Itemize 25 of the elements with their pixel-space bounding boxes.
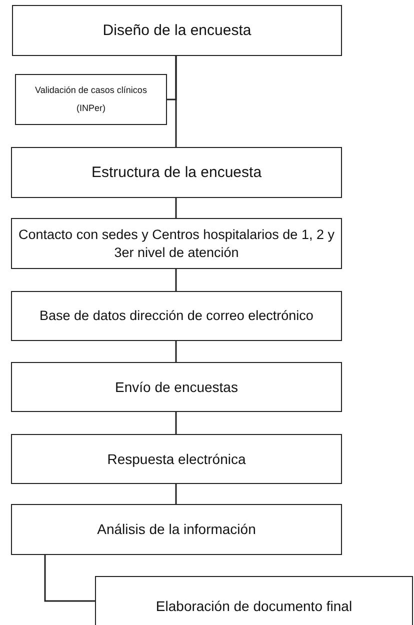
step-label: Validación de casos clínicos (INPer) xyxy=(34,84,148,115)
process-box xyxy=(12,5,342,56)
connector-line xyxy=(175,484,177,504)
connector-line xyxy=(175,56,177,147)
process-box xyxy=(15,74,167,125)
process-box xyxy=(95,576,413,625)
connector-line xyxy=(44,555,95,602)
process-box xyxy=(11,504,342,555)
step-label: Diseño de la encuesta xyxy=(102,20,252,40)
step-label: Contacto con sedes y Centros hospitalarios de 1, 2 y 3er nivel de atención xyxy=(18,226,336,262)
connector-line xyxy=(175,198,177,218)
process-box xyxy=(11,434,342,484)
step-label: Análisis de la información xyxy=(97,520,256,539)
step-label: Envío de encuestas xyxy=(115,378,238,396)
connector-line xyxy=(175,412,177,434)
process-box xyxy=(11,362,342,412)
step-label: Base de datos dirección de correo electrónico xyxy=(40,307,314,325)
connector-line xyxy=(175,341,177,362)
process-box xyxy=(11,218,342,269)
step-label: Elaboración de documento final xyxy=(156,596,352,616)
step-label: Estructura de la encuesta xyxy=(91,162,262,182)
process-box xyxy=(11,147,342,198)
process-box xyxy=(11,291,342,341)
connector-line xyxy=(175,269,177,291)
step-label: Respuesta electrónica xyxy=(107,450,246,468)
